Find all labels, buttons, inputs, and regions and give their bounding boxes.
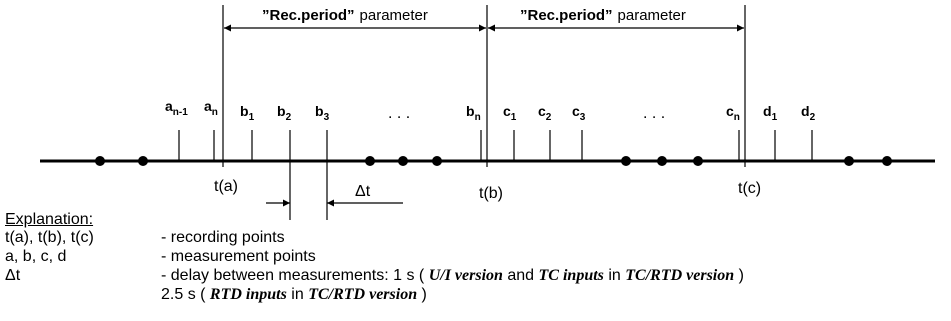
ellipsis-1: . . . bbox=[388, 105, 410, 122]
label-b-n: bn bbox=[466, 103, 481, 123]
label-d-2: d2 bbox=[801, 103, 816, 123]
axis-dot bbox=[398, 156, 408, 166]
label-b-1: b1 bbox=[240, 103, 255, 123]
axis-dot bbox=[657, 156, 667, 166]
axis-dot bbox=[882, 156, 892, 166]
axis-dot bbox=[138, 156, 148, 166]
label-c-2: c2 bbox=[538, 103, 552, 123]
axis-dot bbox=[621, 156, 631, 166]
label-b-3: b3 bbox=[315, 103, 330, 123]
axis-dot bbox=[844, 156, 854, 166]
label-a-n-1: an-1 bbox=[165, 98, 188, 118]
time-label-c: t(c) bbox=[738, 180, 761, 197]
axis-dots bbox=[95, 156, 892, 166]
label-b-2: b2 bbox=[277, 103, 292, 123]
time-label-a: t(a) bbox=[214, 178, 238, 195]
period-label-1: ”Rec.period”parameter bbox=[262, 7, 428, 24]
axis-dot bbox=[365, 156, 375, 166]
label-d-1: d1 bbox=[763, 103, 778, 123]
period-label-2: ”Rec.period”parameter bbox=[520, 7, 686, 24]
time-label-b: t(b) bbox=[479, 185, 503, 202]
ellipsis-2: . . . bbox=[643, 105, 665, 122]
label-a-n: an bbox=[204, 98, 218, 118]
axis-dot bbox=[95, 156, 105, 166]
label-c-1: c1 bbox=[503, 103, 517, 123]
axis-dot bbox=[432, 156, 442, 166]
axis-dot bbox=[693, 156, 703, 166]
label-c-n: cn bbox=[726, 103, 740, 123]
label-c-3: c3 bbox=[572, 103, 586, 123]
delta-label: Δt bbox=[355, 183, 371, 200]
